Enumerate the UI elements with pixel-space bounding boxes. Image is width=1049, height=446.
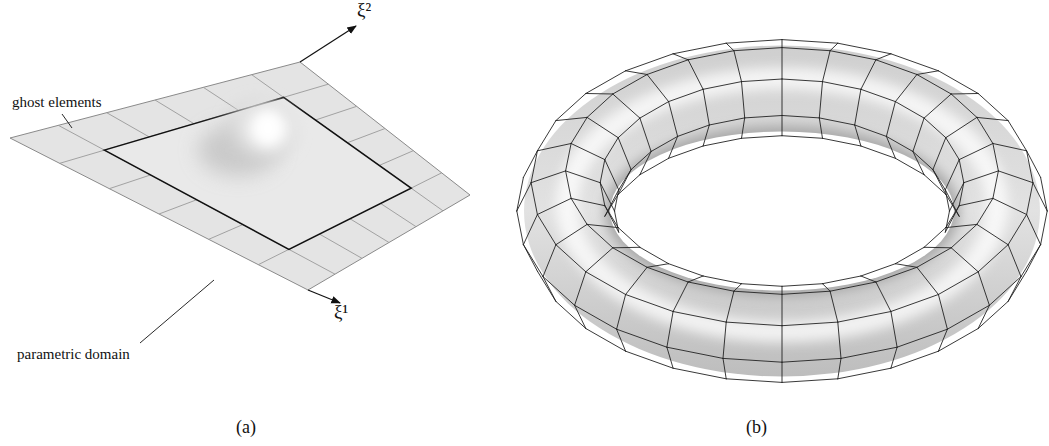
axis-label: ξ¹ xyxy=(334,302,348,323)
annotation-label: ghost elements xyxy=(12,94,102,111)
leader-lines xyxy=(62,114,214,343)
plane-fill xyxy=(10,62,470,290)
panel-label: (b) xyxy=(746,418,767,438)
torus-hole xyxy=(610,131,954,290)
axis-label: ξ² xyxy=(357,0,371,21)
control-net xyxy=(517,40,1047,383)
bump-shading xyxy=(198,96,300,176)
control-net-lines xyxy=(517,40,1047,383)
panel-label: (a) xyxy=(236,418,256,438)
domain-border xyxy=(104,97,411,249)
parametric-plane xyxy=(10,62,470,290)
annotation-label: parametric domain xyxy=(17,346,130,363)
axis-arrows xyxy=(300,26,356,303)
